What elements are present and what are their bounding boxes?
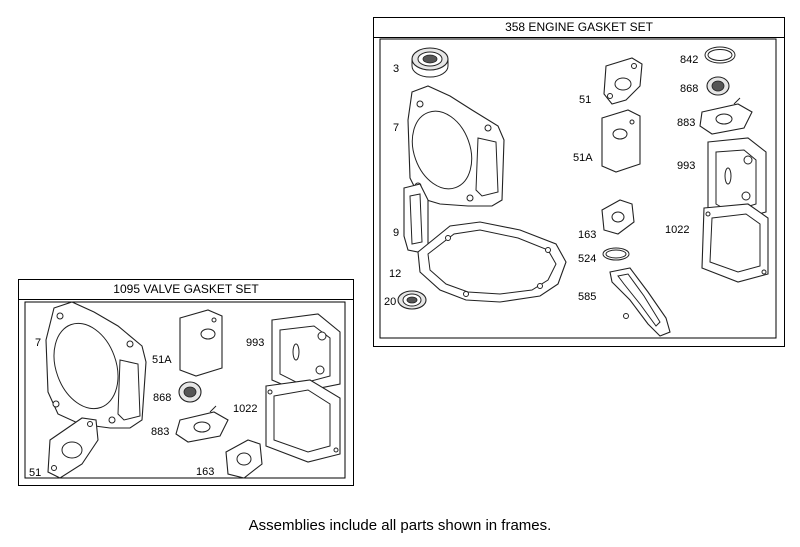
valve-part-993-gasket — [271, 313, 341, 393]
valve-part-51a-insulator — [179, 309, 223, 377]
engine-callout-868: 868 — [680, 83, 698, 95]
engine-part-7-head-gasket — [407, 85, 505, 207]
engine-part-3-oil-seal — [411, 47, 449, 78]
engine-callout-9: 9 — [393, 227, 399, 239]
engine-part-163-gasket — [601, 199, 635, 235]
valve-part-7-head-gasket — [45, 301, 147, 429]
engine-part-51-gasket — [603, 57, 643, 105]
engine-part-585-tube-gasket — [609, 267, 671, 337]
valve-callout-993: 993 — [246, 337, 264, 349]
engine-part-1022-gasket — [701, 203, 769, 283]
valve-callout-163: 163 — [196, 466, 214, 478]
engine-part-9-gasket — [403, 183, 429, 253]
engine-callout-842: 842 — [680, 54, 698, 66]
valve-callout-1022: 1022 — [233, 403, 257, 415]
valve-callout-51a: 51A — [152, 354, 172, 366]
valve-set-inner-border — [24, 301, 346, 479]
valve-part-868-seal — [178, 381, 202, 403]
engine-part-524-o-ring — [602, 247, 630, 261]
footer-note: Assemblies include all parts shown in fr… — [248, 517, 552, 534]
valve-part-51-gasket — [47, 417, 99, 479]
valve-callout-51: 51 — [29, 467, 41, 479]
engine-callout-524: 524 — [578, 253, 596, 265]
engine-callout-163: 163 — [578, 229, 596, 241]
valve-callout-868: 868 — [153, 392, 171, 404]
valve-part-1022-gasket — [265, 379, 341, 463]
engine-callout-993: 993 — [677, 160, 695, 172]
engine-callout-1022: 1022 — [665, 224, 689, 236]
engine-part-993-gasket — [707, 137, 767, 223]
engine-callout-12: 12 — [389, 268, 401, 280]
engine-part-883-gasket — [699, 97, 753, 135]
valve-part-163-gasket — [225, 439, 263, 479]
engine-callout-3: 3 — [393, 63, 399, 75]
engine-gasket-set-title: 358 ENGINE GASKET SET — [374, 18, 784, 38]
engine-set-inner-border — [379, 38, 777, 339]
engine-callout-883: 883 — [677, 117, 695, 129]
engine-part-842-ring — [704, 46, 736, 64]
engine-part-51a-insulator — [601, 109, 641, 173]
valve-callout-7: 7 — [35, 337, 41, 349]
engine-callout-7: 7 — [393, 122, 399, 134]
valve-part-883-gasket — [175, 405, 229, 443]
valve-gasket-set-title: 1095 VALVE GASKET SET — [19, 280, 353, 300]
engine-part-12-crankcase-gasket — [417, 221, 567, 303]
engine-callout-20: 20 — [384, 296, 396, 308]
engine-part-20-oil-seal — [397, 290, 427, 310]
engine-callout-51a: 51A — [573, 152, 593, 164]
valve-callout-883: 883 — [151, 426, 169, 438]
engine-callout-51: 51 — [579, 94, 591, 106]
engine-part-868-seal — [706, 76, 730, 96]
engine-callout-585: 585 — [578, 291, 596, 303]
